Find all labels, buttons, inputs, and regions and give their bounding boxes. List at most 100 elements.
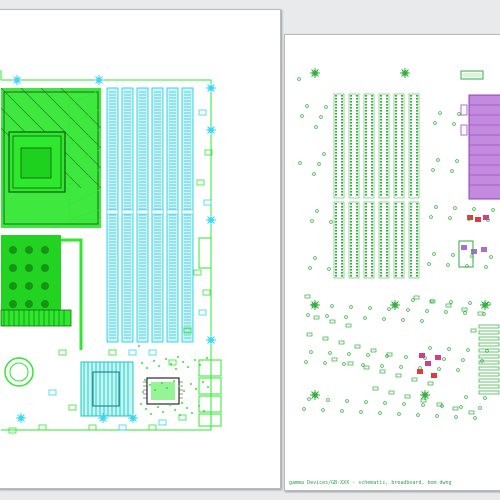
smd-component: [372, 386, 379, 391]
via: [187, 366, 189, 368]
smd-component: [183, 327, 192, 334]
via: [344, 315, 348, 319]
via: [329, 220, 333, 224]
via: [470, 254, 474, 258]
via: [145, 408, 147, 410]
via: [191, 412, 193, 414]
via: [463, 311, 467, 315]
connector-pin-row: [478, 390, 500, 395]
via: [378, 411, 382, 415]
via: [438, 111, 442, 115]
smd-component: [475, 217, 481, 222]
via: [425, 309, 429, 313]
via: [482, 312, 486, 316]
via: [174, 409, 176, 411]
via: [182, 361, 184, 363]
connector-pin-row: [478, 336, 500, 341]
smd-component: [431, 373, 437, 378]
star-icon: [400, 68, 410, 78]
smd-component: [347, 361, 354, 366]
via: [454, 415, 458, 419]
connector-pin-row: [478, 384, 500, 389]
via: [452, 122, 456, 126]
via: [461, 358, 465, 362]
slot-outline: [348, 93, 360, 199]
smd-component: [417, 369, 423, 374]
via: [383, 401, 387, 405]
via: [404, 355, 408, 359]
via: [359, 410, 363, 414]
via: [485, 349, 489, 353]
via: [342, 362, 346, 366]
via: [179, 414, 181, 416]
smd-component: [203, 199, 212, 206]
via: [161, 382, 163, 384]
smd-component: [404, 394, 411, 399]
connector-pin-row: [478, 342, 500, 347]
via: [453, 206, 457, 210]
mounting-hole-icon: [100, 415, 106, 421]
smd-component: [108, 349, 117, 356]
via: [326, 398, 330, 402]
via: [428, 346, 432, 350]
via: [317, 162, 321, 166]
star-icon: [206, 83, 216, 93]
connector-pin-row: [478, 360, 500, 365]
via: [146, 367, 148, 369]
via: [473, 416, 477, 420]
smd-component: [178, 414, 187, 421]
via: [202, 381, 204, 383]
mounting-hole-icon: [208, 85, 214, 91]
via: [206, 357, 208, 359]
via: [170, 363, 172, 365]
via: [349, 305, 353, 309]
via: [484, 265, 488, 269]
via: [340, 409, 344, 413]
slot-outline: [378, 201, 390, 279]
mounting-hole-icon: [96, 77, 102, 83]
dimm-slots: [106, 87, 194, 343]
slot-outline: [378, 93, 390, 199]
cpu-socket-outline: [460, 94, 500, 200]
via: [297, 77, 301, 81]
via: [158, 365, 160, 367]
via: [491, 208, 495, 212]
via: [310, 219, 314, 223]
via: [169, 404, 171, 406]
star-icon: [206, 335, 216, 345]
smd-component: [198, 109, 207, 116]
via: [465, 264, 469, 268]
via: [311, 303, 315, 307]
smd-component: [461, 307, 468, 312]
via: [433, 121, 437, 125]
via: [140, 403, 142, 405]
via: [366, 353, 370, 357]
via: [447, 347, 451, 351]
via: [298, 161, 302, 165]
via: [306, 313, 310, 317]
via: [178, 385, 180, 387]
smd-component: [204, 149, 213, 156]
smd-component: [306, 332, 313, 337]
left-pcb-sheet[interactable]: [0, 9, 281, 489]
star-icon: [420, 390, 430, 400]
via: [399, 365, 403, 369]
via: [157, 406, 159, 408]
smd-component: [88, 424, 97, 431]
via: [468, 301, 472, 305]
star-icon: [390, 300, 400, 310]
via: [380, 364, 384, 368]
smd-component: [8, 427, 17, 434]
right-pcb-sheet[interactable]: gamma Devices/GB-XXX - schematic, breadb…: [284, 34, 500, 491]
via: [150, 413, 152, 415]
via: [486, 218, 490, 222]
slot-outline: [333, 201, 345, 279]
via: [173, 380, 175, 382]
via: [364, 400, 368, 404]
smd-component: [429, 299, 436, 304]
slot-outline: [408, 93, 420, 199]
star-icon: [128, 413, 138, 423]
connector-pin-row: [478, 324, 500, 329]
smd-component: [427, 381, 434, 386]
via: [138, 345, 140, 347]
